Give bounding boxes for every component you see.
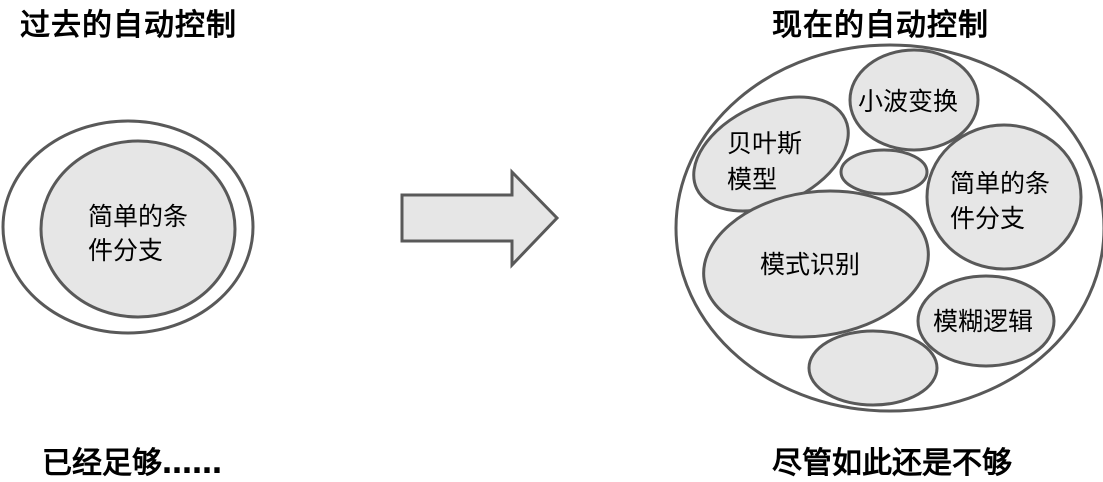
right-arrow-icon (400, 168, 560, 269)
fuzzy-logic-label: 模糊逻辑 (933, 307, 1033, 336)
pattern-recognition-label: 模式识别 (760, 250, 860, 279)
caption-present: 尽管如此还是不够 (772, 446, 1012, 481)
pattern-recognition-ellipse (702, 189, 930, 339)
unlabeled-small-ellipse (839, 148, 929, 196)
title-present: 现在的自动控制 (772, 8, 989, 43)
simple-condition-label-1: 简单的条 (950, 169, 1050, 198)
wavelet-label: 小波变换 (858, 87, 958, 116)
past-diagram: 简单的条 件分支 (1, 119, 255, 335)
unlabeled-bottom-ellipse (807, 329, 939, 407)
bayes-label-1: 贝叶斯 (727, 129, 802, 158)
title-past: 过去的自动控制 (20, 8, 237, 43)
past-simple-condition-label-1: 简单的条 (88, 202, 188, 231)
fuzzy-logic-ellipse (916, 274, 1056, 368)
caption-past: 已经足够…… (42, 446, 222, 481)
past-simple-condition-label-2: 件分支 (88, 236, 163, 265)
bayes-label-2: 模型 (727, 165, 777, 194)
simple-condition-label-2: 件分支 (950, 204, 1025, 233)
simple-condition-ellipse (925, 123, 1083, 271)
past-simple-condition-ellipse (39, 139, 237, 319)
present-diagram: 小波变换 贝叶斯 模型 简单的条 件分支 模式识别 模糊逻辑 (674, 43, 1103, 413)
wavelet-ellipse (848, 48, 980, 152)
